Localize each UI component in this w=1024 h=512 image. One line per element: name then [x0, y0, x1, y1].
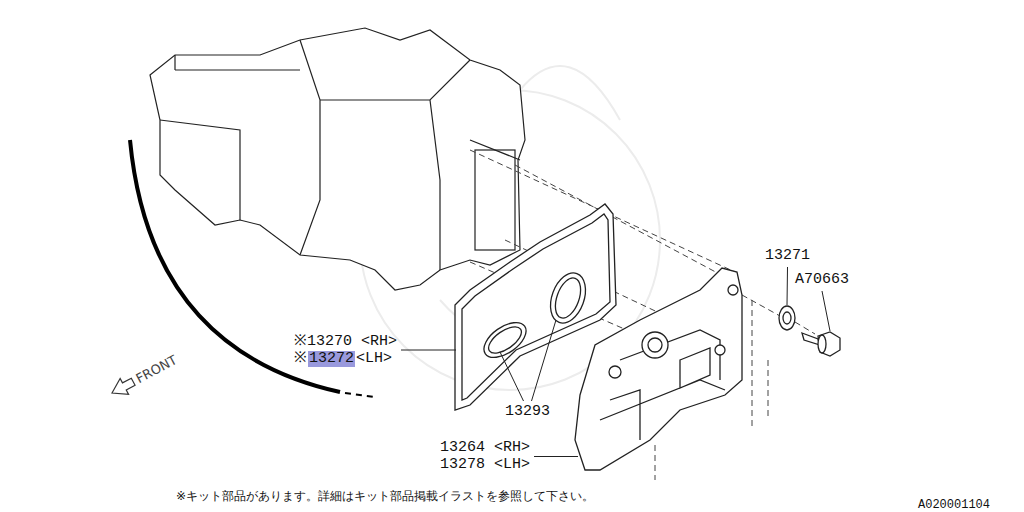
part-number: 13278 <LH> — [440, 457, 530, 473]
figure-number: A020001104 — [918, 497, 990, 512]
part-number: ※13270 <RH> — [294, 334, 397, 350]
leader-line — [500, 352, 524, 401]
leader-line — [534, 456, 578, 457]
leader-line — [787, 267, 789, 305]
callout-number: 13293 — [505, 404, 550, 420]
part-number: 13271 — [765, 248, 810, 264]
washer — [779, 306, 795, 330]
part-number: 13264 <RH> — [440, 440, 530, 456]
assembly-arc — [345, 393, 375, 397]
part-number: A70663 — [795, 272, 849, 288]
part-number: 13272 — [308, 351, 355, 367]
rocker-cover — [575, 268, 742, 470]
side-mark: <LH> — [356, 351, 392, 367]
engine — [150, 28, 525, 290]
bolt — [802, 332, 840, 356]
leader-line — [822, 291, 830, 331]
kit-note: ※キット部品があります。詳細はキット部品掲載イラストを参照して下さい。 — [176, 488, 594, 504]
leader-line — [401, 350, 456, 351]
front-arrow-text: FRONT — [133, 352, 180, 387]
front-arrow — [108, 374, 138, 401]
leader-line — [532, 320, 556, 401]
kit-mark: ※ — [294, 351, 307, 367]
